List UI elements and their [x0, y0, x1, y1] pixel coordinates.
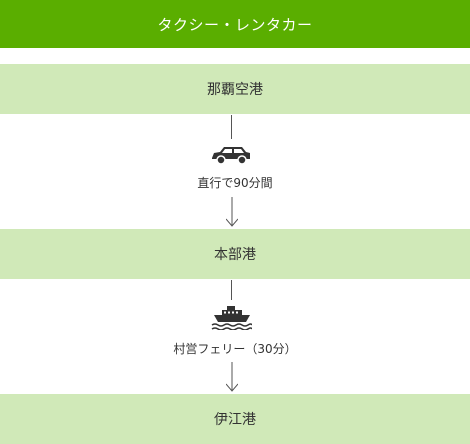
- arrow-down-icon: [225, 362, 239, 392]
- ferry-icon: [210, 304, 253, 334]
- station-name: 伊江港: [214, 412, 256, 428]
- arrow-down-icon: [225, 197, 239, 227]
- car-icon: [210, 144, 252, 170]
- leg-caption: 直行で90分間: [197, 176, 273, 190]
- connector-line: [231, 280, 232, 300]
- station-motobu-port: 本部港: [0, 229, 470, 279]
- station-name: 本部港: [214, 247, 256, 263]
- route-header-title: タクシー・レンタカー: [157, 15, 313, 34]
- station-naha-airport: 那覇空港: [0, 64, 470, 114]
- route-header: タクシー・レンタカー: [0, 0, 470, 48]
- leg-caption: 村営フェリー（30分）: [173, 342, 297, 356]
- station-ie-port: 伊江港: [0, 394, 470, 444]
- station-name: 那覇空港: [207, 82, 263, 98]
- connector-line: [231, 115, 232, 139]
